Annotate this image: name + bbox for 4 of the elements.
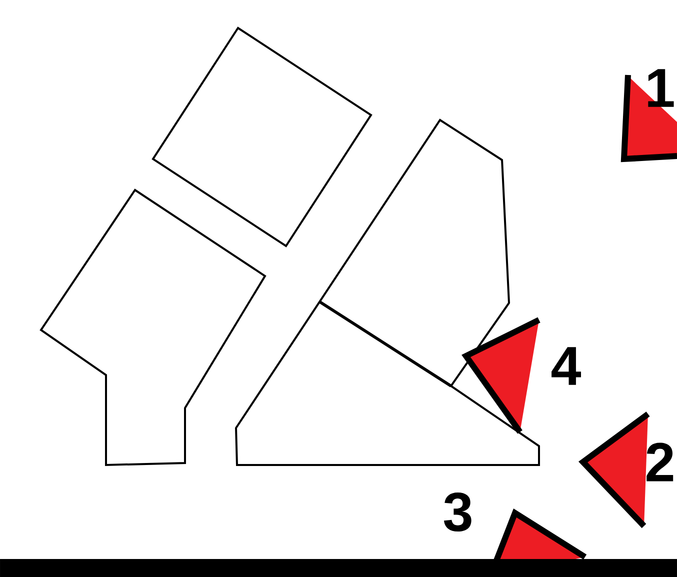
- callout-number: 2: [646, 442, 674, 482]
- callout-number: 4: [552, 347, 581, 385]
- callout-number: 1: [648, 69, 674, 107]
- callout-number: 3: [444, 492, 472, 532]
